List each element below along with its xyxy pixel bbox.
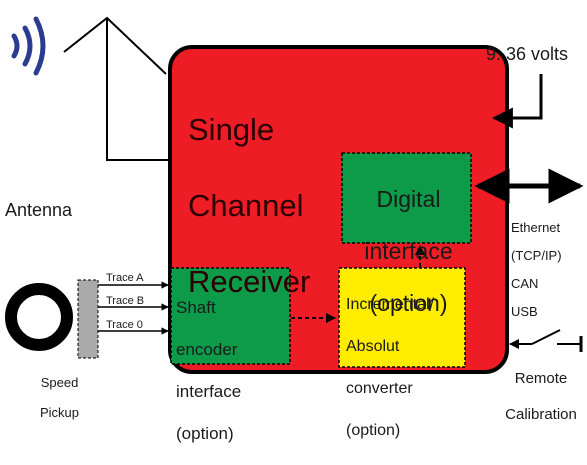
converter-line4: (option) [346, 422, 401, 439]
trace-a-label: Trace A [106, 272, 144, 284]
pickup-line2: Pickup [40, 405, 80, 420]
digital-line2: interface [364, 238, 453, 264]
interface-ethernet: Ethernet [511, 220, 561, 235]
receiver-title-line3: Receiver [188, 264, 311, 299]
calibration-switch-icon [509, 329, 583, 352]
converter-line2: Absolut [346, 338, 400, 355]
digital-interface-box [341, 152, 472, 244]
network-interfaces-label: Ethernet (TCP/IP) CAN USB [511, 207, 562, 333]
shaft-line2: encoder [176, 340, 238, 359]
receiver-title-line1: Single [188, 112, 275, 147]
interface-usb: USB [511, 304, 538, 319]
shaft-encoder-box [170, 267, 291, 365]
pickup-line1: Speed [40, 375, 79, 390]
interface-tcpip: (TCP/IP) [511, 248, 562, 263]
supply-arrow [491, 74, 543, 129]
interface-can: CAN [511, 276, 539, 291]
converter-box [338, 267, 466, 368]
radio-waves-icon [11, 16, 46, 76]
trace-0-label: Trace 0 [106, 319, 143, 331]
calibration-line2: Calibration [505, 406, 577, 423]
receiver-title: Single Channel Receiver [188, 73, 310, 339]
digital-interface-label: Digital interface (option) [346, 160, 471, 342]
converter-line1: Incremental/ [346, 296, 435, 313]
digital-line3: (option) [369, 290, 448, 316]
calibration-line1: Remote [514, 370, 568, 387]
remote-calibration-label: Remote Calibration [496, 352, 586, 442]
shaft-line3: interface [176, 382, 242, 401]
shaft-line1: Shaft [176, 298, 216, 317]
pickup-connector [77, 279, 99, 359]
speed-pickup-ring-icon [5, 283, 73, 351]
shaft-encoder-label: Shaft encoder interface (option) [176, 276, 241, 465]
receiver-title-line2: Channel [188, 188, 304, 223]
block-diagram [5, 16, 584, 374]
converter-line3: converter [346, 380, 413, 397]
trace-arrows [98, 281, 169, 335]
speed-pickup-label: Speed Pickup [40, 360, 79, 435]
converter-label: Incremental/ Absolut converter (option) [346, 273, 434, 462]
digital-line1: Digital [376, 186, 441, 212]
antenna-label: Antenna [5, 200, 73, 220]
supply-label: 9..36 volts [486, 44, 569, 64]
trace-b-label: Trace B [106, 295, 145, 307]
shaft-line4: (option) [176, 424, 234, 443]
